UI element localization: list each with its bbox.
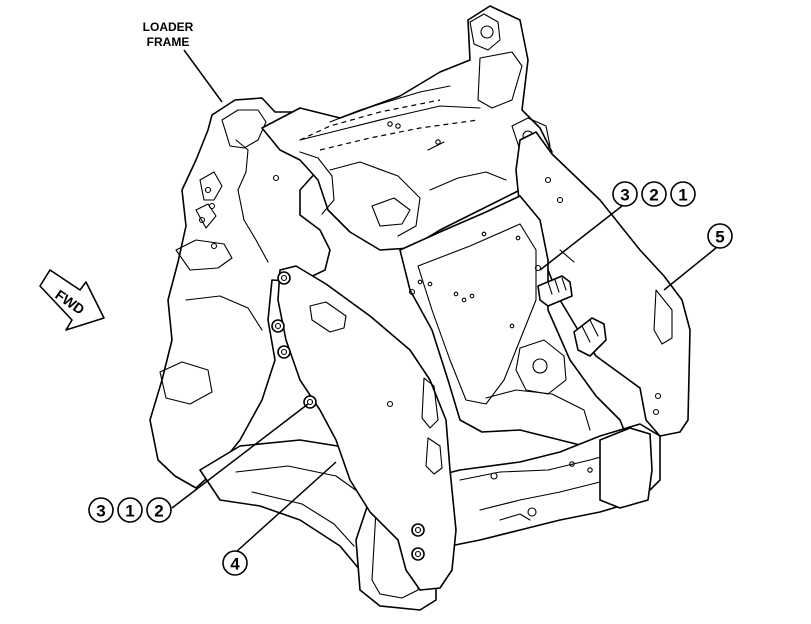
upper-frame-tower	[261, 5, 553, 251]
callout-bubble	[222, 550, 248, 576]
callout-plate-left: 4	[222, 550, 248, 576]
callout-bubble	[88, 497, 114, 523]
leader-plate-right	[663, 247, 717, 291]
callout-number: 5	[715, 228, 724, 247]
callout-group-lower-left: 3 1 2	[88, 497, 172, 523]
callout-bubble	[707, 223, 733, 249]
callout-leader-lines	[171, 205, 717, 553]
leader-lower-left-group	[171, 403, 309, 509]
callout-bubble	[670, 181, 696, 207]
callout-number: 2	[154, 502, 163, 521]
leader-plate-left	[235, 461, 337, 553]
callout-group-upper-right: 3 2 1	[612, 181, 696, 207]
left-plate-bolts	[271, 271, 425, 561]
loader-frame-body	[149, 97, 331, 489]
callout-number: 3	[620, 186, 629, 205]
callout-number: 2	[649, 186, 658, 205]
callout-bubble	[117, 497, 143, 523]
loader-frame-label-group: LOADER FRAME	[143, 20, 223, 103]
callout-number: 1	[125, 502, 134, 521]
leader-upper-right-group	[539, 205, 623, 271]
callout-number: 1	[678, 186, 687, 205]
callout-bubble	[612, 181, 638, 207]
exploded-fasteners-right	[534, 264, 607, 357]
left-side-plate	[277, 265, 457, 591]
loader-frame-leader-line	[183, 49, 223, 103]
callout-number: 3	[96, 502, 105, 521]
loader-frame-label-line1: LOADER	[143, 20, 194, 34]
callout-bubble	[146, 497, 172, 523]
loader-frame-label-line2: FRAME	[147, 35, 190, 49]
callout-plate-right: 5	[707, 223, 733, 249]
forward-arrow-icon: FWD	[39, 269, 105, 331]
callout-bubble	[641, 181, 667, 207]
callout-number: 4	[230, 555, 240, 574]
